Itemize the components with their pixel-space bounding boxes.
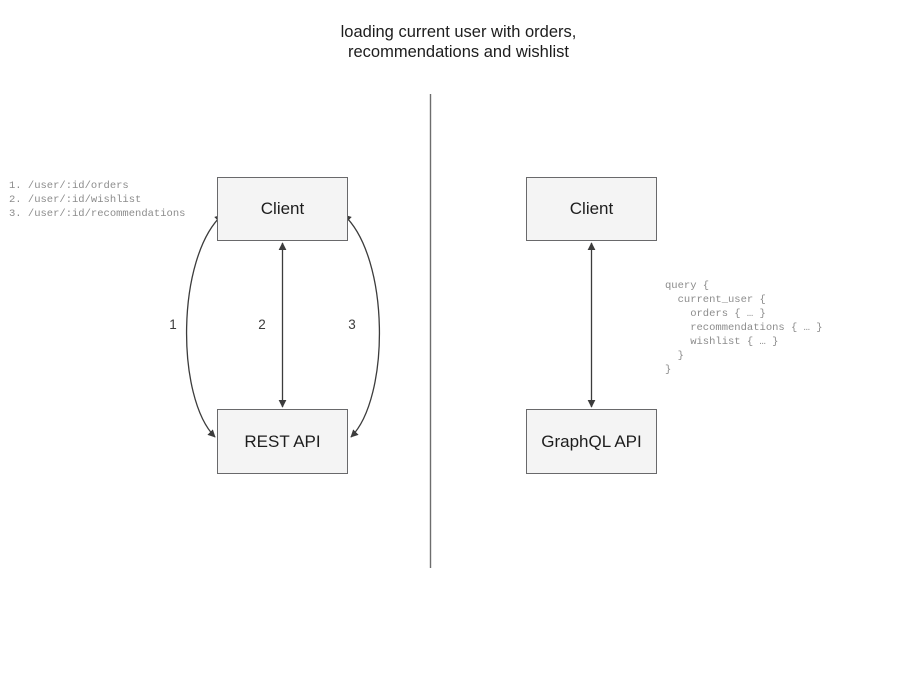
node-label: REST API <box>244 431 321 451</box>
node-label: GraphQL API <box>541 431 642 451</box>
edge-1-path <box>185 214 223 438</box>
node-label: Client <box>260 199 305 218</box>
graphql-query-snippet: query { current_user { orders { … } reco… <box>665 280 823 376</box>
node-client-graphql[interactable]: Client <box>526 177 657 241</box>
node-graphql-api[interactable]: GraphQL API <box>526 409 657 474</box>
node-label: Client <box>569 199 614 218</box>
edge-label-3: 3 <box>348 317 356 332</box>
edge-3-path <box>343 214 381 438</box>
edge-label-2: 2 <box>258 317 266 332</box>
rest-endpoint-list: 1. /user/:id/orders 2. /user/:id/wishlis… <box>9 180 186 220</box>
page-title: loading current user with orders, recomm… <box>340 23 577 61</box>
node-rest-api[interactable]: REST API <box>217 409 348 474</box>
edge-label-1: 1 <box>169 317 177 332</box>
node-client-rest[interactable]: Client <box>217 177 348 241</box>
